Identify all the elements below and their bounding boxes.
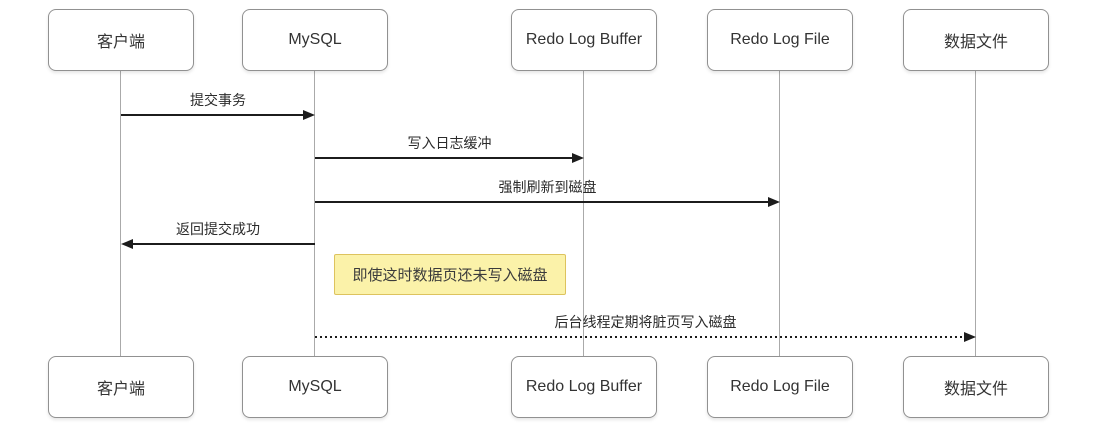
arrowhead-left-icon <box>121 239 133 249</box>
note-label: 即使这时数据页还未写入磁盘 <box>352 267 548 284</box>
participant-label: 客户端 <box>96 381 145 398</box>
participant-bottom-data-file: 数据文件 <box>903 356 1049 418</box>
participant-label: 数据文件 <box>943 381 1008 398</box>
message-line-force-flush-disk <box>315 201 768 203</box>
message-label-commit-transaction: 提交事务 <box>190 92 246 108</box>
participant-bottom-client: 客户端 <box>48 356 194 418</box>
participant-label: 数据文件 <box>943 34 1008 51</box>
participant-label: Redo Log Buffer <box>525 31 643 48</box>
lifeline-redo-log-buffer <box>583 71 584 356</box>
participant-bottom-mysql: MySQL <box>242 356 388 418</box>
participant-label: 客户端 <box>96 34 145 51</box>
participant-label: Redo Log Buffer <box>525 378 643 395</box>
participant-top-redo-log-buffer: Redo Log Buffer <box>511 9 657 71</box>
arrowhead-right-icon <box>768 197 780 207</box>
arrowhead-right-icon <box>303 110 315 120</box>
participant-label: MySQL <box>288 31 342 48</box>
note-data-page-not-written: 即使这时数据页还未写入磁盘 <box>334 254 566 295</box>
message-line-return-commit-success <box>133 243 315 245</box>
participant-bottom-redo-log-buffer: Redo Log Buffer <box>511 356 657 418</box>
lifeline-client <box>120 71 121 356</box>
arrowhead-right-icon <box>964 332 976 342</box>
participant-top-mysql: MySQL <box>242 9 388 71</box>
message-line-write-log-buffer <box>315 157 572 159</box>
arrowhead-right-icon <box>572 153 584 163</box>
message-line-background-flush-dirty-pages <box>315 336 964 338</box>
lifeline-redo-log-file <box>779 71 780 356</box>
message-label-background-flush-dirty-pages: 后台线程定期将脏页写入磁盘 <box>554 314 737 330</box>
lifeline-data-file <box>975 71 976 356</box>
participant-top-redo-log-file: Redo Log File <box>707 9 853 71</box>
participant-label: Redo Log File <box>730 31 830 48</box>
participant-label: MySQL <box>288 378 342 395</box>
message-label-force-flush-disk: 强制刷新到磁盘 <box>498 179 597 195</box>
participant-top-client: 客户端 <box>48 9 194 71</box>
participant-top-data-file: 数据文件 <box>903 9 1049 71</box>
message-label-return-commit-success: 返回提交成功 <box>176 221 260 237</box>
message-line-commit-transaction <box>121 114 304 116</box>
participant-label: Redo Log File <box>730 378 830 395</box>
message-label-write-log-buffer: 写入日志缓冲 <box>407 135 492 151</box>
lifeline-mysql <box>314 71 315 356</box>
participant-bottom-redo-log-file: Redo Log File <box>707 356 853 418</box>
